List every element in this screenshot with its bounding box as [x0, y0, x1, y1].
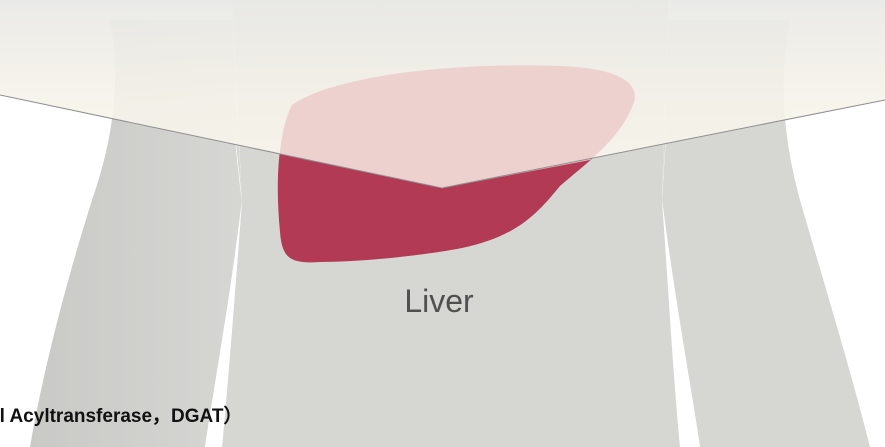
liver-label: Liver	[394, 281, 484, 321]
caption-text: ol Acyltransferase，DGAT）	[0, 404, 408, 430]
